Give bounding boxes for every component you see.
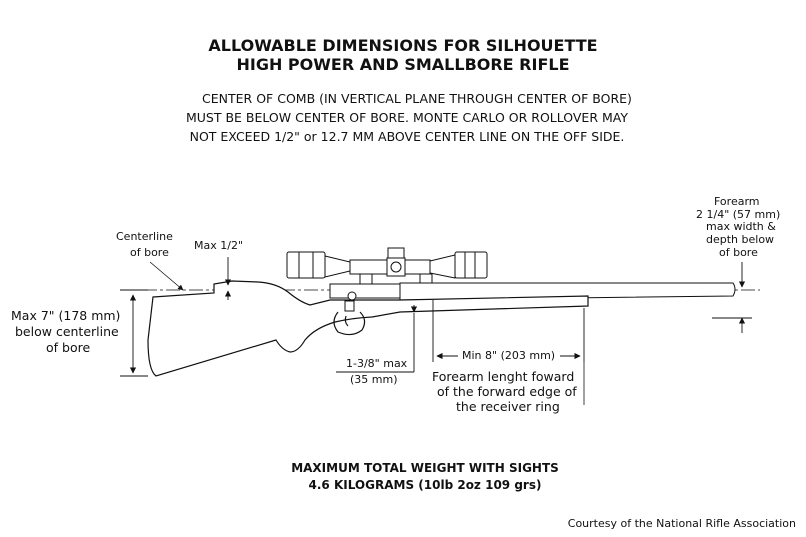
stock — [147, 280, 589, 377]
comb-note-line-3: NOT EXCEED 1/2" or 12.7 MM ABOVE CENTER … — [189, 129, 625, 144]
max7-label-2: below centerline — [15, 324, 119, 339]
max-half-inch-label: Max 1/2" — [194, 239, 244, 252]
forearm-length-label-1: Forearm lenght foward — [432, 369, 575, 384]
title-line-2: HIGH POWER AND SMALLBORE RIFLE — [236, 55, 570, 74]
comb-note-line-1: CENTER OF COMB (IN VERTICAL PLANE THROUG… — [202, 91, 632, 106]
max7-label-1: Max 7" (178 mm) — [11, 308, 121, 323]
centerline-leader — [149, 261, 184, 291]
receiver — [329, 283, 401, 312]
forearm-label-5: of bore — [719, 246, 758, 259]
forearm-label-2: 2 1/4" (57 mm) — [696, 208, 781, 221]
grip-label-1: 1-3/8" max — [346, 357, 408, 370]
weight-line-2: 4.6 KILOGRAMS (10lb 2oz 109 grs) — [308, 478, 542, 492]
forearm-label-1: Forearm — [714, 195, 760, 208]
scope — [286, 247, 488, 279]
grip-dimension — [336, 305, 418, 373]
centerline-label-2: of bore — [130, 246, 169, 259]
forearm-label-3: max width & — [706, 220, 776, 233]
forearm-length-label-2: of the forward edge of — [437, 384, 577, 399]
weight-line-1: MAXIMUM TOTAL WEIGHT WITH SIGHTS — [291, 461, 559, 475]
grip-label-2: (35 mm) — [350, 373, 398, 386]
max7-label-3: of bore — [46, 340, 91, 355]
forearm-length-label-3: the receiver ring — [456, 399, 560, 414]
credit-text: Courtesy of the National Rifle Associati… — [567, 517, 796, 530]
barrel — [399, 282, 736, 301]
centerline-label-1: Centerline — [116, 230, 173, 243]
min-8-inch-dimension — [432, 300, 585, 362]
max-7-inch-dimension — [120, 289, 148, 377]
min8-label: Min 8" (203 mm) — [462, 349, 556, 362]
comb-note-line-2: MUST BE BELOW CENTER OF BORE. MONTE CARL… — [186, 110, 628, 125]
title-line-1: ALLOWABLE DIMENSIONS FOR SILHOUETTE — [208, 36, 598, 55]
forearm-depth-dimension — [712, 262, 752, 333]
trigger-guard — [333, 311, 366, 336]
forearm-label-4: depth below — [706, 233, 775, 246]
